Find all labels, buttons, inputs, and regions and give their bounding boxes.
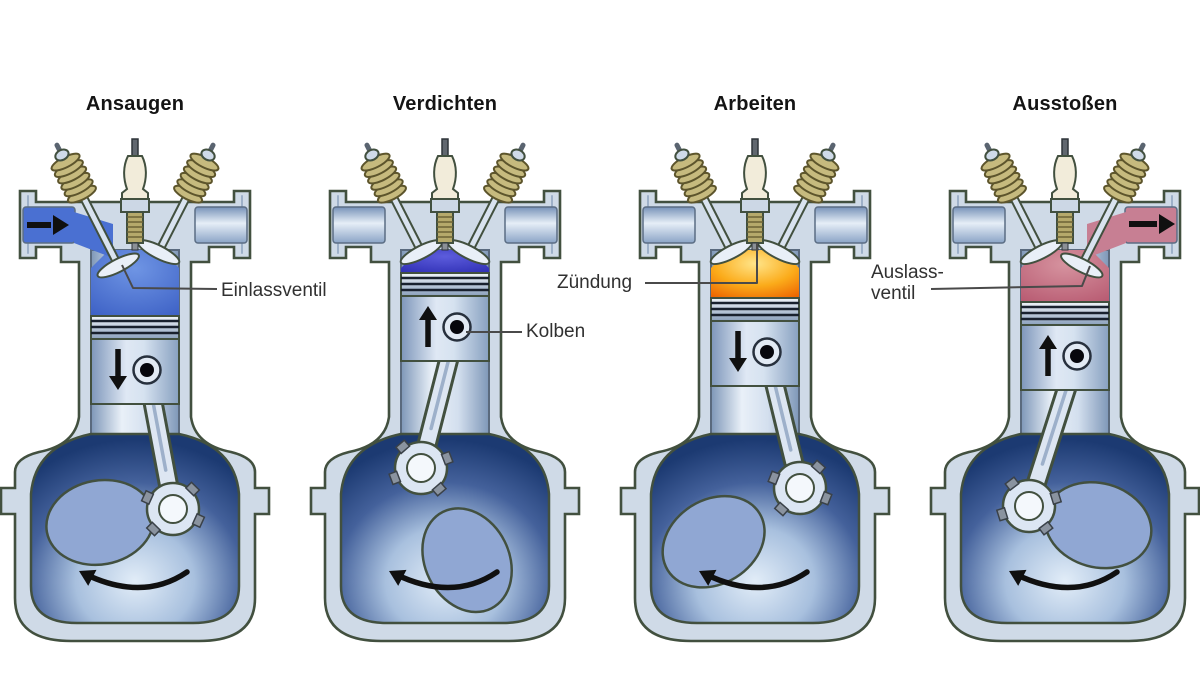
piston [1020, 301, 1110, 391]
piston [90, 315, 180, 405]
rotation-arrow [79, 569, 190, 591]
rotation-arrow [389, 569, 500, 591]
piston-motion-arrow [109, 349, 127, 390]
piston-motion-arrow [729, 331, 747, 372]
leader-lines [121, 243, 1091, 333]
exhaust-valve [756, 142, 840, 266]
label-kolben: Kolben [526, 321, 586, 342]
piston [710, 297, 800, 387]
combustion-chamber-gas [711, 250, 799, 298]
engine-ansaugen [0, 138, 271, 643]
spark-plug [1050, 138, 1080, 251]
intake-valve [670, 142, 754, 266]
intake-throat-gas [74, 212, 113, 258]
panel-title-ansaugen: Ansaugen [85, 93, 185, 115]
label-auslassventil-line1: Auslass- [871, 262, 944, 283]
piston-motion-arrow [1039, 335, 1057, 376]
exhaust-valve [136, 142, 220, 266]
panel-title-verdichten: Verdichten [392, 93, 498, 115]
rotation-arrow [699, 569, 810, 591]
leader-zuendung [645, 243, 758, 284]
engine-verdichten [309, 138, 581, 643]
panel-title-ausstossen: Ausstoßen [1012, 93, 1118, 115]
spark-plug [430, 138, 460, 251]
label-einlassventil: Einlassventil [221, 280, 327, 301]
spark-plug [120, 138, 150, 251]
exhaust-valve [1060, 142, 1150, 279]
rotation-arrow [1009, 569, 1120, 591]
exhaust-throat-gas [1087, 212, 1126, 258]
engine-arbeiten [619, 138, 891, 643]
exhaust-port [194, 206, 248, 244]
intake-valve [360, 142, 444, 266]
piston-motion-arrow [419, 306, 437, 347]
label-auslassventil: Auslass- ventil [871, 262, 944, 304]
exhaust-valve [446, 142, 530, 266]
exhaust-port [504, 206, 558, 244]
intake-valve [50, 142, 140, 279]
intake-flow-arrow [27, 215, 69, 235]
label-auslassventil-line2: ventil [871, 283, 916, 304]
panel-title-arbeiten: Arbeiten [713, 93, 797, 115]
exhaust-flow-arrow [1129, 214, 1175, 234]
engine-ausstossen [929, 138, 1200, 643]
piston [400, 272, 490, 362]
label-zuendung: Zündung [557, 272, 633, 293]
intake-port [952, 206, 1006, 244]
intake-port [642, 206, 696, 244]
exhaust-port [814, 206, 868, 244]
intake-port [332, 206, 386, 244]
spark-plug [740, 138, 770, 251]
leader-einlassventil [121, 264, 218, 290]
leader-auslassventil [930, 265, 1091, 290]
intake-valve [980, 142, 1064, 266]
